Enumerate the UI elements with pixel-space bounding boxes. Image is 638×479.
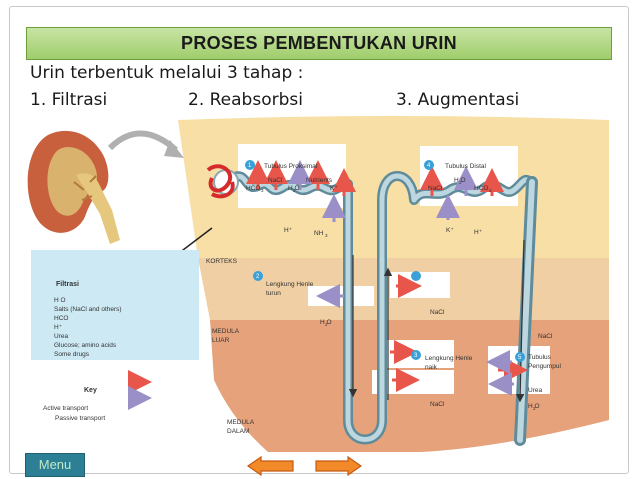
label-sub: 3 [489,188,492,193]
label-k-distal: K⁺ [446,227,454,234]
stage-name-5b: Pengumpul [528,363,561,370]
stage-name-1: Tubulus Proksimal [264,163,318,170]
arrow-right-icon[interactable] [314,456,362,476]
zoom-arrow [107,130,178,153]
region-medula-dalam-2: DALAM [227,428,249,435]
key-passive: Passive transport [55,415,105,422]
passive-transport-arrows [288,160,514,396]
label-nacl-distal: NaCl [428,185,443,192]
filtrasi-items: H O Salts (NaCl and others) HCO H⁺ Urea … [54,297,122,358]
label-h2o-distal: H O [454,177,466,184]
key: Key Active transport Passive transport [43,370,152,422]
slide-title: PROSES PEMBENTUKAN URIN [26,27,612,60]
arrow-left-icon[interactable] [247,456,295,476]
filtrasi-item: Urea [54,333,68,340]
filtrasi-item: Glucose; amino acids [54,342,117,349]
stage-badge-5: 5 [518,355,522,361]
region-labels: KORTEKS MEDULA LUAR MEDULA DALAM [206,258,255,435]
step-reabsorbsi: 2. Reabsorbsi [188,90,303,110]
stage-name-4: Tubulus Distal [445,163,486,170]
stage-names: Tubulus Proksimal Lengkung Henle turun L… [264,163,561,371]
filtrasi-item: H O [54,297,66,304]
label-sub: 2 [293,188,296,193]
label-nacl: NaCl [268,177,283,184]
key-active: Active transport [43,405,88,412]
label-h-distal: H⁺ [474,229,483,236]
stage-badge-1: 1 [248,163,252,169]
label-sub: 3 [261,188,264,193]
label-nutrients: Nutrients [306,177,333,184]
label-sub: 2 [459,180,462,185]
label-sub: 3 [325,233,328,238]
filtrasi-title: Filtrasi [56,281,79,288]
step-augmentasi: 3. Augmentasi [396,90,520,110]
key-title: Key [84,387,97,394]
label-hco3-distal: HCO [474,185,488,192]
menu-button[interactable]: Menu [25,453,85,477]
label-nh3: NH [314,230,324,237]
label-h2o-duct: H O [528,403,540,410]
step-filtrasi: 1. Filtrasi [30,90,108,110]
label-h2o: H O [288,185,300,192]
substance-labels: NaCl Nutrients HCO 3 H O 2 K⁺ H⁺ NH 3 H … [246,177,553,411]
region-medula-luar-1: MEDULA [212,328,240,335]
stage-badge-4: 4 [427,163,431,169]
filtrasi-item: Some drugs [54,351,90,358]
label-h2o-medula: H O [320,319,332,326]
intro-text: Urin terbentuk melalui 3 tahap : [30,63,304,83]
stage-badge-3: 3 [414,353,418,359]
label-nacl-medula: NaCl [430,401,445,408]
filtrasi-box [31,250,199,360]
glomerulus [206,164,239,199]
stage-name-3a: Lengkung Henle [425,355,473,362]
label-sub: 2 [533,406,536,411]
label-nacl-medula: NaCl [538,333,553,340]
label-k: K⁺ [330,185,338,192]
region-korteks: KORTEKS [206,258,238,265]
label-sub: 2 [325,322,328,327]
stage-name-2a: Lengkung Henle [266,281,314,288]
kidney-illustration [27,130,120,244]
filtrasi-item: HCO [54,315,68,322]
stage-badge-2: 2 [256,274,260,280]
label-urea: Urea [528,387,542,394]
label-h: H⁺ [284,227,293,234]
region-medula-dalam-1: MEDULA [227,419,255,426]
stage-badges: 1 2 3 4 5 [245,160,525,362]
stage-name-5a: Tubulus [528,354,552,361]
label-hco3: HCO [246,185,260,192]
filtrasi-item: H⁺ [54,324,63,331]
region-medula-luar-2: LUAR [212,337,230,344]
stage-name-3b: naik [425,364,438,371]
stage-name-2b: turun [266,290,281,297]
label-nacl-medula: NaCl [430,309,445,316]
filtrasi-item: Salts (NaCl and others) [54,306,122,313]
